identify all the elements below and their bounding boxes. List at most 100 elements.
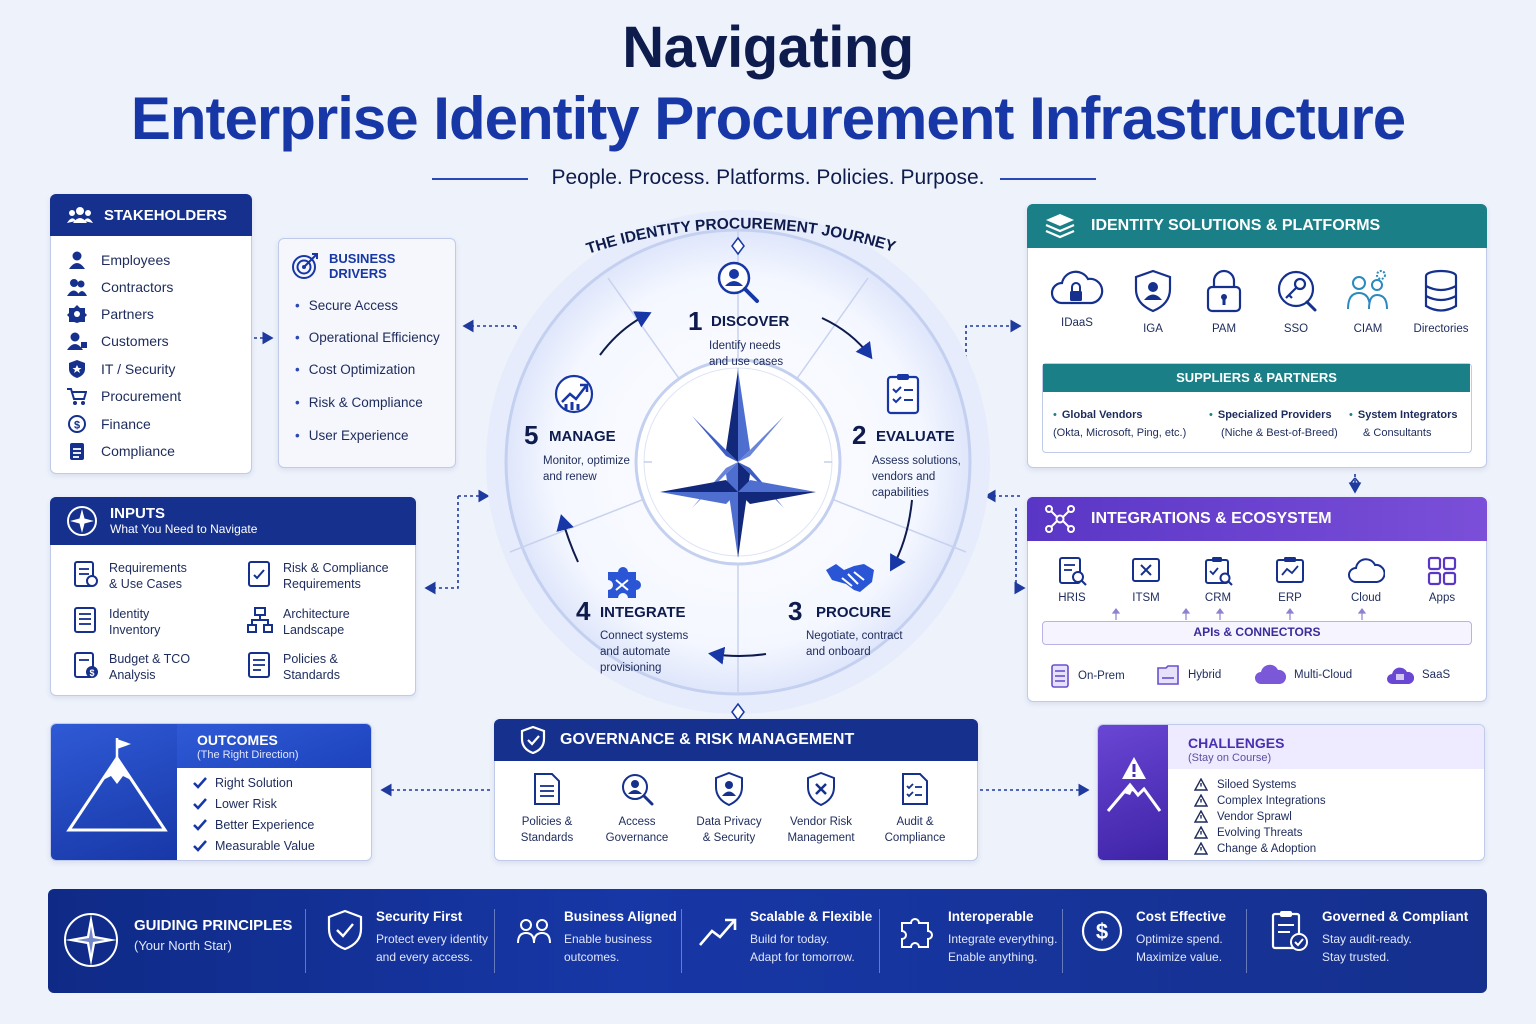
hybrid-icon [1156, 664, 1180, 686]
puzzle-icon [602, 558, 646, 602]
title-line-1: Navigating [622, 15, 914, 80]
step-1-title: DISCOVER [711, 313, 790, 330]
solution-iga: IGA [1117, 269, 1189, 335]
dollar-icon: $ [67, 415, 87, 433]
people-icon [67, 278, 87, 296]
step-2-desc-1: Assess solutions, [872, 455, 961, 467]
target-icon [291, 252, 319, 280]
document-icon [499, 772, 595, 806]
erp-icon [1260, 556, 1320, 586]
deployment-hybrid: Hybrid [1156, 664, 1221, 686]
cart-icon [67, 387, 87, 405]
document-icon [73, 560, 99, 588]
users-gear-icon [1332, 269, 1404, 313]
inputs-title: INPUTS [110, 505, 166, 522]
outcome-item: Right Solution [193, 776, 293, 790]
warning-mountain-icon [1106, 755, 1162, 815]
svg-text:$: $ [74, 420, 80, 432]
outcomes-visual [51, 724, 177, 860]
svg-text:$: $ [89, 668, 94, 678]
step-3-title: PROCURE [816, 604, 892, 621]
compass-icon [66, 505, 98, 537]
driver-item: Secure Access [295, 298, 398, 313]
apps-grid-icon [1412, 556, 1472, 586]
gov-audit: Audit &Compliance [867, 772, 963, 846]
server-icon [1050, 664, 1070, 688]
solution-sso: SSO [1260, 269, 1332, 335]
outcome-item: Better Experience [193, 818, 314, 832]
puzzle-icon [898, 909, 936, 966]
step-3-desc-1: Negotiate, contract [806, 630, 903, 642]
stakeholder-compliance: Compliance [67, 442, 175, 460]
business-drivers-title: BUSINESS DRIVERS [329, 251, 396, 281]
step-4-desc-2: and automate [600, 646, 671, 658]
clipboard-check-icon [1270, 909, 1310, 966]
identity-solutions-header: IDENTITY SOLUTIONS & PLATFORMS [1027, 204, 1487, 248]
cloud-lock-icon [1041, 269, 1113, 307]
customer-icon [67, 332, 87, 350]
integration-cloud: Cloud [1336, 556, 1396, 604]
governance-header: GOVERNANCE & RISK MANAGEMENT [494, 719, 978, 761]
stakeholder-it-security: IT / Security [67, 360, 175, 378]
challenges-header: CHALLENGES (Stay on Course) [1168, 725, 1484, 769]
team-icon [516, 909, 552, 966]
deployment-saas: SaaS [1386, 664, 1450, 686]
check-icon [193, 798, 207, 810]
crm-icon [1188, 556, 1248, 586]
tagline-rule-right [1000, 178, 1096, 180]
layers-icon [1045, 213, 1075, 239]
outcomes-title: OUTCOMES [197, 732, 278, 748]
step-5-number: 5 [524, 420, 539, 450]
stakeholders-title: STAKEHOLDERS [104, 206, 228, 224]
inputs-subtitle: What You Need to Navigate [110, 522, 258, 536]
group-icon [66, 206, 94, 224]
guiding-principles-bar: GUIDING PRINCIPLES (Your North Star) Sec… [48, 889, 1487, 993]
principles-title: GUIDING PRINCIPLES [134, 917, 293, 934]
stakeholder-customers: Customers [67, 332, 169, 350]
step-4-title: INTEGRATE [600, 604, 686, 621]
clipboard-icon [67, 442, 87, 460]
deployment-on-prem: On-Prem [1050, 664, 1125, 688]
tagline-rule-left [432, 178, 528, 180]
integrations-panel: INTEGRATIONS & ECOSYSTEM HRIS ITSM CRM E… [1027, 497, 1487, 702]
shield-icon [67, 360, 87, 378]
warning-icon [1194, 842, 1208, 855]
list-icon [73, 606, 99, 634]
apis-connectors-bar: APIs & CONNECTORS [1042, 621, 1472, 645]
inputs-panel: INPUTS What You Need to Navigate Require… [50, 497, 416, 696]
challenges-panel: CHALLENGES (Stay on Course) Siloed Syste… [1097, 724, 1485, 861]
access-search-icon [589, 772, 685, 806]
api-connector-arrows [1111, 608, 1367, 620]
challenges-title: CHALLENGES [1188, 735, 1285, 751]
tagline: People. Process. Platforms. Policies. Pu… [551, 166, 985, 189]
badge-icon [67, 305, 87, 323]
journey-label: THE IDENTITY PROCUREMENT JOURNEY [584, 215, 898, 257]
principle-divider [681, 909, 682, 973]
challenges-visual [1098, 725, 1168, 860]
dollar-circle-icon: $ [1080, 909, 1124, 966]
principle-divider [1246, 909, 1247, 973]
check-icon [193, 840, 207, 852]
database-icon [1405, 269, 1477, 313]
step-4-number: 4 [576, 596, 591, 626]
shield-person-icon [681, 772, 777, 806]
step-2-number: 2 [852, 420, 867, 450]
integration-itsm: ITSM [1116, 556, 1176, 604]
step-4-desc-3: provisioning [600, 662, 662, 674]
step-3-desc-2: and onboard [806, 646, 871, 658]
stakeholder-employees: Employees [67, 251, 170, 269]
inputs-header: INPUTS What You Need to Navigate [50, 497, 416, 545]
solution-directories: Directories [1405, 269, 1477, 335]
step-2-desc-2: vendors and [872, 471, 936, 483]
integrations-title: INTEGRATIONS & ECOSYSTEM [1091, 510, 1332, 527]
hris-icon [1042, 556, 1102, 586]
gov-policies: Policies &Standards [499, 772, 595, 846]
solution-pam: PAM [1188, 269, 1260, 335]
stakeholders-panel: STAKEHOLDERS Employees Contractors Partn… [50, 194, 252, 474]
